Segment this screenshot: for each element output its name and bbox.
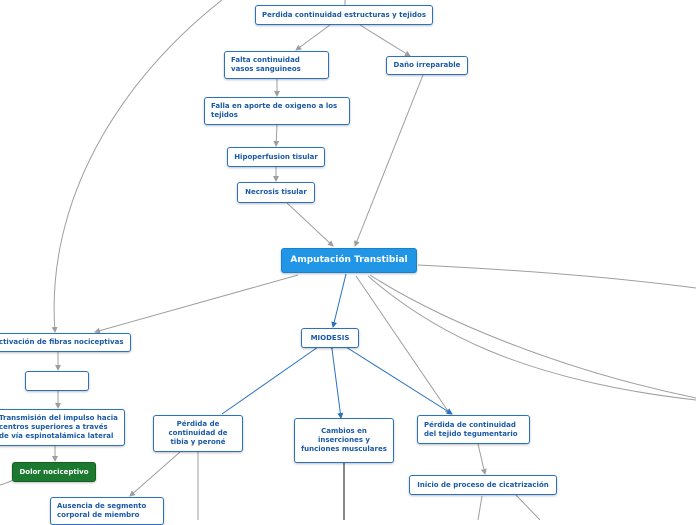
node-miodesis[interactable]: MIODESIS [301,328,359,348]
node-perdida-tejido[interactable]: Pérdida de continuidad del tejido tegume… [417,415,530,444]
node-falta-continuidad[interactable]: Falta continuidad vasos sanguineos [224,51,329,79]
node-dano-irreparable[interactable]: Daño irreparable [386,56,468,75]
edge-root-right2 [369,274,696,399]
node-cambios[interactable]: Cambios en inserciones y funciones muscu… [294,418,394,463]
edge-miodesis-cambios [328,343,344,419]
edge-inicio-down2 [477,495,483,520]
node-activacion[interactable]: Activación de fibras nociceptivas [0,333,131,352]
edge-tibia-ausencia [129,451,181,497]
edge-curve-activacion [51,0,223,333]
edge-root-miodesis [331,273,347,328]
edge-root-right1 [417,264,696,289]
edge-inicio-down1 [514,493,541,520]
node-label: Transmisión del impulso hacia centros su… [0,414,118,440]
node-label: Daño irreparable [393,61,461,69]
node-inicio-cicatrizacion[interactable]: Inicio de proceso de cicatrización [409,475,557,495]
node-label: Dolor nociceptivo [19,467,89,476]
node-perdida-tibia[interactable]: Pérdida de continuidad de tibia y peroné [153,415,243,452]
node-root-amputacion[interactable]: Amputación Transtibial [281,248,417,273]
node-label: Perdida continuidad estructuras y tejido… [262,10,426,19]
edge-root-activacion [94,274,299,334]
node-perdida-continuidad[interactable]: Perdida continuidad estructuras y tejido… [255,5,433,25]
node-label: Hipoperfusion tisular [234,152,318,161]
node-label: MIODESIS [310,333,350,342]
edge-perdida-dano [359,24,411,57]
edge-miodesis-tibia [221,346,319,415]
node-ausencia[interactable]: Ausencia de segmento corporal de miembro [50,497,164,525]
node-label: Pérdida de continuidad del tejido tegume… [424,420,518,438]
node-label: Falla en aporte de oxigeno a los tejidos [211,102,338,119]
edge-tejido-inicio [477,443,487,475]
edge-necrosis-root [286,202,334,247]
node-label: Activación de fibras nociceptivas [0,338,124,346]
node-label: Pérdida de continuidad de tibia y peroné [168,420,228,446]
node-label: Ausencia de segmento corporal de miembro [57,502,147,519]
root-label: Amputación Transtibial [290,255,408,265]
node-label: Falta continuidad vasos sanguineos [231,56,301,73]
node-falla-aporte[interactable]: Falla en aporte de oxigeno a los tejidos [204,97,350,125]
node-trasduccion[interactable] [25,371,89,391]
node-hipoperfusion[interactable]: Hipoperfusion tisular [227,147,325,167]
edge-root-tejido [355,275,451,415]
edge-miodesis-tejido [345,346,453,415]
edge-perdida-falta [295,24,331,51]
node-transmision[interactable]: Transmisión del impulso hacia centros su… [0,409,125,446]
node-label: Cambios en inserciones y funciones muscu… [301,427,387,453]
node-dolor-nociceptivo[interactable]: Dolor nociceptivo [12,462,96,482]
node-label: Inicio de proceso de cicatrización [417,480,549,489]
node-necrosis[interactable]: Necrosis tisular [237,182,315,203]
edge-root-right3 [367,275,696,401]
edge-dano-root [354,74,424,247]
node-label: Necrosis tisular [245,188,307,196]
edge-falla-hipo [273,124,280,147]
